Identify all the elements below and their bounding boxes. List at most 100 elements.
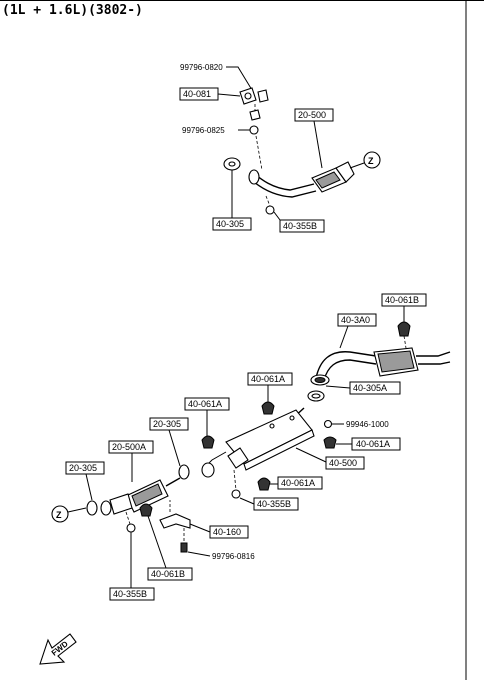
- muffler-rivet-1: [269, 423, 275, 429]
- bracket-40-160: [159, 513, 191, 529]
- stud-part: [249, 109, 261, 121]
- bolt-part-0816: [180, 542, 188, 553]
- gasket-part-20-305-left: [86, 500, 98, 516]
- dash-hanger-right: [403, 335, 407, 349]
- converter-a-shade: [131, 483, 163, 507]
- line-z-lower: [67, 507, 87, 513]
- label-20-500: 20-500: [298, 110, 326, 120]
- dash-355b-mid: [233, 469, 237, 491]
- leader-20-305-left: [85, 473, 93, 501]
- rubber-hanger-061b-left: [139, 503, 153, 517]
- pipe-flange: [248, 169, 260, 185]
- bolt-part: [257, 89, 269, 103]
- label-box-40-061a-2[interactable]: [351, 437, 401, 451]
- leader-40-160: [189, 523, 211, 533]
- leader-99796-0820: [226, 66, 253, 91]
- bolt-part-99946: [323, 419, 333, 429]
- label-box-40-305-top[interactable]: [212, 217, 252, 231]
- label-40-305-top: 40-305: [216, 219, 244, 229]
- label-40-500: 40-500: [329, 458, 357, 468]
- leader-40-355b-mid: [239, 497, 255, 505]
- gasket-hole-top: [228, 161, 236, 167]
- tail-pipe-upper: [315, 351, 377, 379]
- label-box-20-500a[interactable]: [108, 440, 154, 454]
- label-box-40-061a-1[interactable]: [247, 372, 293, 386]
- label-40-061a-3: 40-061A: [188, 399, 222, 409]
- model-title: (1L + 1.6L)(3802-): [2, 3, 143, 18]
- label-box-40-160[interactable]: [209, 525, 249, 539]
- label-40-061a-1: 40-061A: [251, 374, 285, 384]
- label-box-40-3a0[interactable]: [337, 313, 377, 327]
- nut-part-355b-top: [265, 205, 275, 215]
- rubber-hanger-3: [201, 435, 215, 449]
- line-to-z: [349, 162, 365, 169]
- fwd-arrow-shape: [39, 633, 77, 665]
- muffler-inlet-flange: [201, 462, 215, 478]
- gasket-part-20-305: [178, 464, 190, 480]
- label-20-305: 20-305: [153, 419, 181, 429]
- upper-assembly: 99796-0820 40-081 99796-0825 20-500 Z: [179, 63, 381, 233]
- label-40-081: 40-081: [183, 89, 211, 99]
- main-silencer-shade: [377, 350, 415, 373]
- nut-part-355b-bot: [126, 523, 136, 533]
- leader-40-3a0: [339, 325, 349, 349]
- lower-assembly: 40-061B 40-3A0 40-061A 40-305A 99946-100…: [51, 293, 451, 601]
- tail-outlet-lower: [418, 361, 451, 365]
- label-box-40-355b-bot[interactable]: [109, 587, 155, 601]
- converter-a-outlet: [165, 477, 181, 487]
- converter-a-flange: [100, 500, 112, 516]
- label-99796-0816[interactable]: 99796-0816: [212, 552, 255, 561]
- leader-99796-0816: [187, 551, 211, 557]
- front-pipe-lower: [253, 181, 317, 198]
- label-box-40-355b-top[interactable]: [279, 219, 325, 233]
- leader-40-500: [295, 447, 327, 463]
- label-box-20-305-left[interactable]: [65, 461, 105, 475]
- leader-40-355b-top: [273, 211, 281, 221]
- label-40-160: 40-160: [213, 527, 241, 537]
- hanger-hole: [244, 92, 252, 100]
- dash-nut: [255, 135, 263, 171]
- muffler-heat-shield: [227, 447, 249, 469]
- reference-z-lower: [51, 505, 69, 523]
- reference-z-lower-text: Z: [56, 510, 62, 520]
- dash-355b-top: [265, 195, 271, 207]
- leader-20-500: [313, 120, 323, 169]
- label-40-355b-mid: 40-355B: [257, 499, 291, 509]
- label-box-40-355b-mid[interactable]: [253, 497, 299, 511]
- dash-355b-bot: [125, 511, 131, 525]
- flange-ring-upper-inner: [314, 377, 326, 383]
- label-40-355b-top: 40-355B: [283, 221, 317, 231]
- tail-pipe-lower: [323, 359, 377, 381]
- fwd-arrow: FWD: [39, 633, 77, 665]
- label-40-305a: 40-305A: [353, 383, 387, 393]
- label-99796-0820[interactable]: 99796-0820: [180, 63, 223, 72]
- converter-shade: [315, 171, 341, 189]
- leader-20-305: [168, 429, 181, 467]
- label-box-40-061b-left[interactable]: [147, 567, 193, 581]
- pre-muffler-side: [243, 429, 315, 471]
- label-box-40-305a[interactable]: [349, 381, 401, 395]
- muffler-rivet-2: [289, 415, 295, 421]
- nut-part-0825: [249, 125, 259, 135]
- label-box-40-061a-4[interactable]: [277, 476, 323, 490]
- rubber-hanger-right: [397, 321, 411, 337]
- label-99946-1000[interactable]: 99946-1000: [346, 420, 389, 429]
- label-40-355b-bot: 40-355B: [113, 589, 147, 599]
- label-99796-0825[interactable]: 99796-0825: [182, 126, 225, 135]
- tail-outlet-upper: [416, 351, 451, 357]
- label-40-061b-right: 40-061B: [385, 295, 419, 305]
- label-40-061b-left: 40-061B: [151, 569, 185, 579]
- leader-40-305a: [325, 385, 351, 389]
- label-20-305-left: 20-305: [69, 463, 97, 473]
- rubber-hanger-2: [323, 436, 337, 449]
- label-40-3a0: 40-3A0: [341, 315, 370, 325]
- leader-40-061b-left: [147, 515, 167, 569]
- label-20-500a: 20-500A: [112, 442, 146, 452]
- label-box-40-500[interactable]: [325, 456, 365, 470]
- label-40-061a-4: 40-061A: [281, 478, 315, 488]
- nut-part-355b-mid: [231, 489, 241, 499]
- converter-a-inlet: [109, 493, 133, 515]
- gasket-hole-305a: [311, 393, 321, 399]
- reference-z-upper: [363, 151, 381, 169]
